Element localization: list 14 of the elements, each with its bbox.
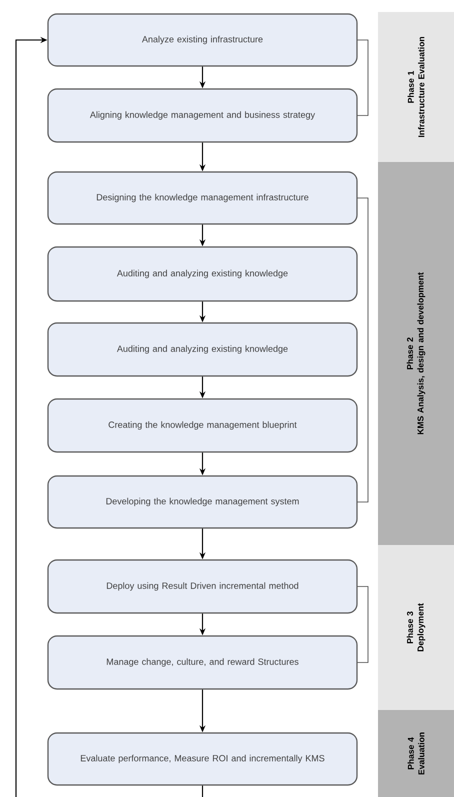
process-box: Aligning knowledge management and business strategy xyxy=(47,88,358,143)
process-box: Auditing and analyzing existing knowledge xyxy=(47,246,358,302)
process-box: Evaluate performance, Measure ROI and incrementally KMS xyxy=(47,732,358,786)
phase-band: Phase 3 Deployment xyxy=(378,545,454,710)
process-box: Deploy using Result Driven incremental method xyxy=(47,559,358,614)
phase-band: Phase 1 Infrastructure Evaluation xyxy=(378,12,454,162)
process-box: Manage change, culture, and reward Structures xyxy=(47,635,358,690)
process-box: Analyze existing infrastructure xyxy=(47,13,358,67)
process-box: Creating the knowledge management blueprint xyxy=(47,398,358,453)
process-box: Auditing and analyzing existing knowledge xyxy=(47,322,358,377)
phase-band: Phase 4 Evaluation xyxy=(378,710,454,797)
phase-band: Phase 2 KMS Analysis, design and development xyxy=(378,162,454,545)
process-box: Designing the knowledge management infrastructure xyxy=(47,171,358,225)
process-box: Developing the knowledge management system xyxy=(47,475,358,529)
